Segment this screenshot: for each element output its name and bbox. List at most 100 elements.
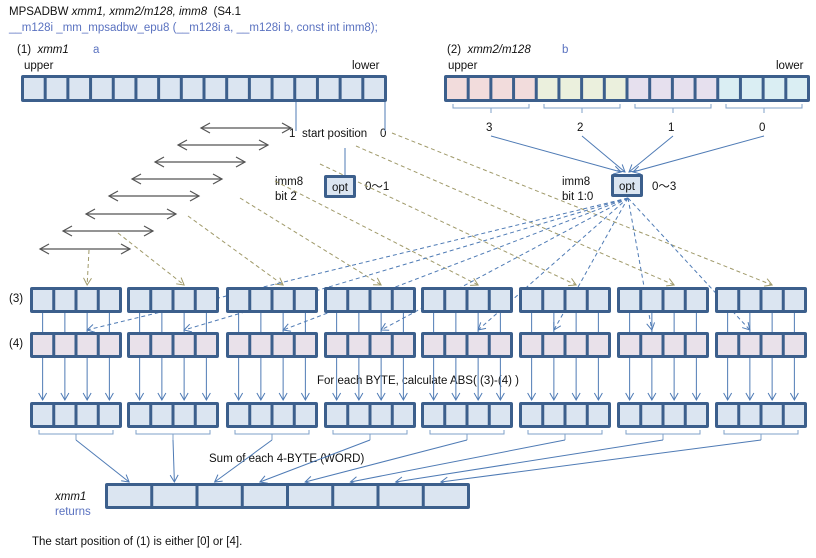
byte-cell bbox=[289, 486, 332, 506]
abs-group bbox=[324, 402, 416, 428]
mnemonic: MPSADBW bbox=[9, 6, 69, 18]
byte-cell bbox=[468, 335, 488, 355]
byte-cell bbox=[566, 335, 586, 355]
row4-group bbox=[226, 332, 318, 358]
byte-cell bbox=[295, 290, 315, 310]
sum-caption: Sum of each 4-BYTE (WORD) bbox=[209, 453, 365, 465]
byte-cell bbox=[446, 335, 466, 355]
byte-cell bbox=[605, 78, 626, 99]
source2-register bbox=[444, 75, 810, 102]
byte-cell bbox=[182, 78, 203, 99]
byte-cell bbox=[99, 405, 119, 425]
source1-name: xmm1 bbox=[37, 44, 69, 56]
row3-group-frame bbox=[617, 287, 709, 313]
byte-cell bbox=[33, 290, 53, 310]
byte-cell bbox=[273, 335, 293, 355]
byte-cell bbox=[393, 335, 413, 355]
sum-to-result-arrow bbox=[258, 439, 371, 484]
byte-cell bbox=[251, 405, 271, 425]
byte-cell bbox=[69, 78, 90, 99]
byte-cell bbox=[664, 290, 684, 310]
group-bracket bbox=[543, 104, 621, 113]
byte-cell bbox=[588, 405, 608, 425]
byte-cell bbox=[566, 290, 586, 310]
byte-cell bbox=[762, 290, 782, 310]
group-label-3: 3 bbox=[486, 122, 493, 134]
sum-to-result-arrow bbox=[439, 439, 762, 486]
abs-caption: For each BYTE, calculate ABS( (3)-(4) ) bbox=[317, 375, 519, 387]
source2-param: b bbox=[562, 44, 569, 56]
row4-group bbox=[30, 332, 122, 358]
byte-cell bbox=[664, 335, 684, 355]
byte-cell bbox=[371, 405, 391, 425]
byte-cell bbox=[468, 290, 488, 310]
sum-to-result-arrow bbox=[394, 439, 664, 486]
window-to-row3-arrow bbox=[274, 180, 480, 286]
abs-group-frame bbox=[715, 402, 807, 428]
start-position-left-value: 1 bbox=[289, 128, 296, 140]
byte-cell bbox=[522, 405, 542, 425]
row3-group-frame bbox=[30, 287, 122, 313]
byte-cell bbox=[295, 405, 315, 425]
byte-cell bbox=[243, 486, 286, 506]
byte-cell bbox=[33, 335, 53, 355]
source2-upper-label: upper bbox=[448, 60, 478, 72]
byte-cell bbox=[642, 290, 662, 310]
sum-bracket bbox=[527, 430, 603, 440]
byte-cell bbox=[588, 290, 608, 310]
group-to-selector-arrow bbox=[632, 135, 765, 175]
byte-cell bbox=[544, 335, 564, 355]
result-sublabel: returns bbox=[55, 506, 91, 518]
selector1-opt-button: opt bbox=[324, 175, 356, 198]
byte-cell bbox=[251, 290, 271, 310]
group-label-1: 1 bbox=[668, 122, 675, 134]
byte-cell bbox=[229, 290, 249, 310]
byte-cell bbox=[393, 290, 413, 310]
byte-cell bbox=[92, 78, 112, 99]
selector1-range: 0〜1 bbox=[365, 181, 390, 193]
byte-cell bbox=[490, 335, 510, 355]
source1-param: a bbox=[93, 44, 100, 56]
byte-cell bbox=[628, 78, 649, 99]
source1-lower-label: lower bbox=[352, 60, 380, 72]
byte-cell bbox=[228, 78, 248, 99]
sum-bracket bbox=[135, 430, 211, 440]
byte-cell bbox=[686, 290, 706, 310]
selector2-opt-button-face bbox=[614, 177, 640, 194]
instruction-line: MPSADBW xmm1, xmm2/m128, imm8 (S4.1 bbox=[9, 5, 241, 19]
row3-group bbox=[715, 287, 807, 313]
byte-cell bbox=[537, 78, 558, 99]
byte-cell bbox=[77, 290, 97, 310]
row4-group-frame bbox=[226, 332, 318, 358]
source1-register bbox=[21, 75, 387, 102]
selector2-opt-button: opt bbox=[611, 174, 643, 197]
row3-group bbox=[127, 287, 219, 313]
result-register bbox=[105, 483, 470, 509]
window-to-row3-arrow bbox=[391, 132, 774, 287]
byte-cell bbox=[334, 486, 377, 506]
sum-bracket bbox=[38, 430, 114, 440]
byte-cell bbox=[55, 290, 75, 310]
byte-cell bbox=[77, 405, 97, 425]
abs-group bbox=[617, 402, 709, 428]
byte-cell bbox=[174, 335, 194, 355]
abs-group bbox=[519, 402, 611, 428]
byte-cell bbox=[642, 335, 662, 355]
byte-cell bbox=[620, 335, 640, 355]
row4-group-frame bbox=[519, 332, 611, 358]
row4-group bbox=[519, 332, 611, 358]
byte-cell bbox=[424, 486, 467, 506]
row3-group bbox=[324, 287, 416, 313]
row4-group-frame bbox=[617, 332, 709, 358]
operands: xmm1, xmm2/m128, imm8 bbox=[71, 6, 208, 18]
window-to-row3-arrow bbox=[355, 145, 676, 287]
byte-cell bbox=[205, 78, 226, 99]
byte-cell bbox=[327, 335, 347, 355]
row3-group-frame bbox=[519, 287, 611, 313]
byte-cell bbox=[522, 290, 542, 310]
byte-cell bbox=[696, 78, 717, 99]
selector1-opt-button-label: opt bbox=[332, 182, 349, 194]
byte-cell bbox=[718, 335, 738, 355]
sum-bracket bbox=[723, 430, 799, 440]
byte-cell bbox=[764, 78, 785, 99]
